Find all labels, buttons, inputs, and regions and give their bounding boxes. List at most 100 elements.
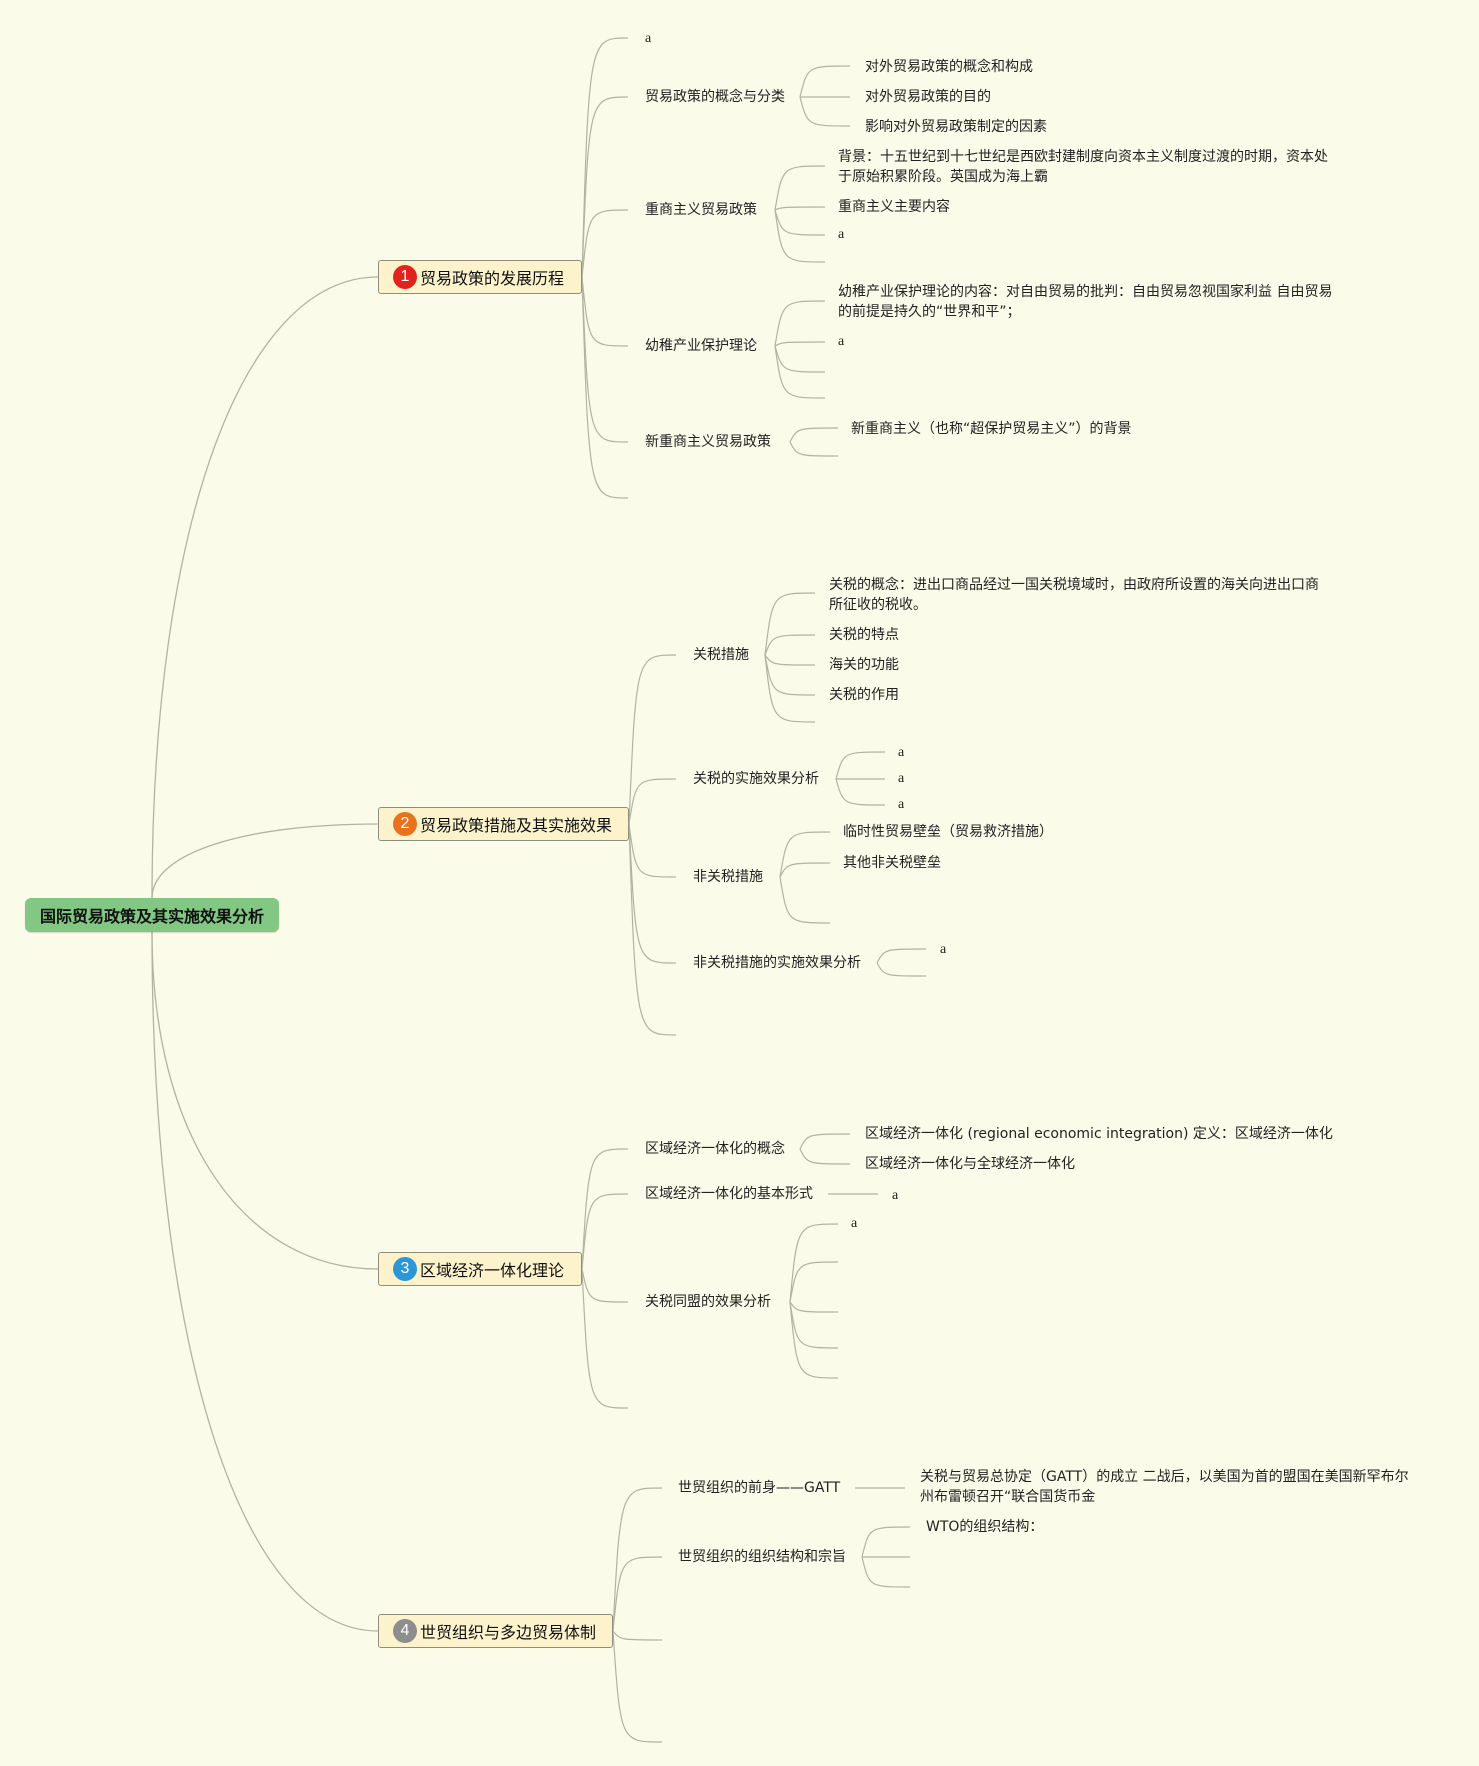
- connector-line-52: [789, 1301, 839, 1379]
- subtopic-1-2-1[interactable]: 重商主义主要内容: [838, 199, 950, 215]
- connector-line-53: [612, 1487, 663, 1632]
- branch-3-node[interactable]: 3 区域经济一体化理论: [378, 1252, 582, 1286]
- connector-line-24: [628, 778, 677, 825]
- subtopic-2-0-1[interactable]: 关税的特点: [829, 627, 899, 643]
- root-node[interactable]: 国际贸易政策及其实施效果分析: [25, 898, 279, 932]
- connector-line-46: [799, 1148, 851, 1165]
- connector-line-21: [789, 427, 839, 443]
- branch-3-label: 区域经济一体化理论: [420, 1261, 565, 1280]
- connector-line-10: [799, 65, 851, 98]
- connector-line-49: [789, 1261, 839, 1303]
- trunk-line-0: [151, 276, 379, 899]
- connector-line-4: [581, 37, 629, 278]
- connector-line-37: [779, 862, 831, 878]
- connector-line-28: [764, 592, 816, 656]
- subtopic-2-0-3[interactable]: 关税的作用: [829, 687, 899, 703]
- connector-line-48: [789, 1223, 839, 1303]
- subtopic-2-1-2[interactable]: a: [898, 797, 905, 812]
- topic-4-1[interactable]: 世贸组织的组织结构和宗旨: [678, 1549, 846, 1565]
- topic-1-2[interactable]: 重商主义贸易政策: [645, 202, 757, 218]
- trunk-line-1: [151, 823, 379, 899]
- connector-line-8: [581, 276, 629, 443]
- topic-1-4[interactable]: 新重商主义贸易政策: [645, 434, 771, 450]
- trunk-line-2: [151, 931, 379, 1270]
- connector-line-16: [774, 209, 826, 263]
- connector-line-12: [799, 96, 851, 127]
- topic-2-2[interactable]: 非关税措施: [693, 869, 763, 885]
- connector-line-29: [764, 634, 816, 656]
- connector-line-42: [581, 1193, 629, 1270]
- number-3-icon: 3: [393, 1257, 417, 1281]
- connector-line-31: [764, 654, 816, 696]
- topic-3-0[interactable]: 区域经济一体化的概念: [645, 1141, 785, 1157]
- connector-line-7: [581, 276, 629, 347]
- connector-line-32: [764, 654, 816, 723]
- topic-4-0[interactable]: 世贸组织的前身——GATT: [678, 1480, 841, 1496]
- number-1-icon: 1: [393, 265, 417, 289]
- connector-line-56: [612, 1630, 663, 1743]
- subtopic-2-2-0[interactable]: 临时性贸易壁垒（贸易救济措施）: [843, 824, 1053, 840]
- subtopic-2-0-0[interactable]: 关税的概念：进出口商品经过一国关税境域时，由政府所设置的海关向进出口商所征收的税…: [829, 577, 1319, 613]
- topic-2-0[interactable]: 关税措施: [693, 647, 749, 663]
- connector-line-43: [581, 1268, 629, 1303]
- connector-line-35: [835, 778, 886, 806]
- number-4-icon: 4: [393, 1619, 417, 1643]
- number-2-icon: 2: [393, 812, 417, 836]
- subtopic-1-2-0[interactable]: 背景：十五世纪到十七世纪是西欧封建制度向资本主义制度过渡的时期，资本处于原始积累…: [838, 149, 1328, 185]
- connector-line-38: [779, 876, 831, 924]
- subtopic-3-1-0[interactable]: a: [892, 1188, 899, 1203]
- subtopic-2-2-1[interactable]: 其他非关税壁垒: [843, 855, 941, 871]
- connector-line-18: [774, 341, 826, 347]
- subtopic-4-1-0[interactable]: WTO的组织结构：: [926, 1519, 1044, 1535]
- branch-1-label: 贸易政策的发展历程: [420, 269, 565, 288]
- subtopic-2-1-0[interactable]: a: [898, 745, 905, 760]
- subtopic-1-1-2[interactable]: 影响对外贸易政策制定的因素: [865, 119, 1047, 135]
- connector-line-36: [779, 831, 831, 878]
- connector-line-26: [628, 823, 677, 964]
- subtopic-2-3-0[interactable]: a: [940, 942, 947, 957]
- branch-4-label: 世贸组织与多边贸易体制: [420, 1623, 597, 1642]
- connector-line-9: [581, 276, 629, 499]
- connector-line-20: [774, 345, 826, 399]
- topic-1-1[interactable]: 贸易政策的概念与分类: [645, 89, 785, 105]
- subtopic-1-1-1[interactable]: 对外贸易政策的目的: [865, 89, 991, 105]
- subtopic-1-1-0[interactable]: 对外贸易政策的概念和构成: [865, 59, 1033, 75]
- subtopic-1-4-0[interactable]: 新重商主义（也称“超保护贸易主义”）的背景: [851, 421, 1132, 437]
- connector-line-19: [774, 345, 826, 373]
- topic-1-0[interactable]: a: [645, 31, 652, 46]
- subtopic-3-2-0[interactable]: a: [851, 1216, 858, 1231]
- connector-line-14: [774, 206, 826, 211]
- connector-line-50: [789, 1301, 839, 1313]
- subtopic-3-0-1[interactable]: 区域经济一体化与全球经济一体化: [865, 1156, 1075, 1172]
- subtopic-3-0-0[interactable]: 区域经济一体化 (regional economic integration) …: [865, 1126, 1333, 1142]
- branch-2-node[interactable]: 2 贸易政策措施及其实施效果: [378, 807, 629, 841]
- root-label: 国际贸易政策及其实施效果分析: [39, 907, 264, 926]
- subtopic-2-0-2[interactable]: 海关的功能: [829, 657, 899, 673]
- topic-1-3[interactable]: 幼稚产业保护理论: [645, 338, 757, 354]
- branch-4-node[interactable]: 4 世贸组织与多边贸易体制: [378, 1614, 613, 1648]
- connector-line-22: [789, 441, 839, 457]
- topic-2-1[interactable]: 关税的实施效果分析: [693, 771, 819, 787]
- topic-3-2[interactable]: 关税同盟的效果分析: [645, 1294, 771, 1310]
- connector-line-30: [764, 654, 816, 666]
- branch-2-label: 贸易政策措施及其实施效果: [420, 816, 613, 835]
- connector-line-17: [774, 300, 826, 347]
- subtopic-1-3-1[interactable]: a: [838, 334, 845, 349]
- subtopic-1-2-2[interactable]: a: [838, 227, 845, 242]
- topic-3-1[interactable]: 区域经济一体化的基本形式: [645, 1186, 813, 1202]
- subtopic-2-1-1[interactable]: a: [898, 771, 905, 786]
- connector-line-54: [612, 1556, 663, 1632]
- connector-line-15: [774, 209, 826, 236]
- subtopic-1-3-0[interactable]: 幼稚产业保护理论的内容：对自由贸易的批判：自由贸易忽视国家利益 自由贸易的前提是…: [838, 284, 1333, 320]
- connector-line-60: [861, 1556, 911, 1588]
- trunk-line-3: [151, 931, 379, 1632]
- connector-line-5: [581, 96, 629, 278]
- connector-line-58: [861, 1526, 911, 1558]
- connector-line-39: [876, 948, 927, 964]
- subtopic-4-0-0[interactable]: 关税与贸易总协定（GATT）的成立 二战后，以美国为首的盟国在美国新罕布尔州布雷…: [920, 1469, 1409, 1505]
- branch-1-node[interactable]: 1 贸易政策的发展历程: [378, 260, 582, 294]
- topic-2-3[interactable]: 非关税措施的实施效果分析: [693, 955, 861, 971]
- connector-line-25: [628, 823, 677, 878]
